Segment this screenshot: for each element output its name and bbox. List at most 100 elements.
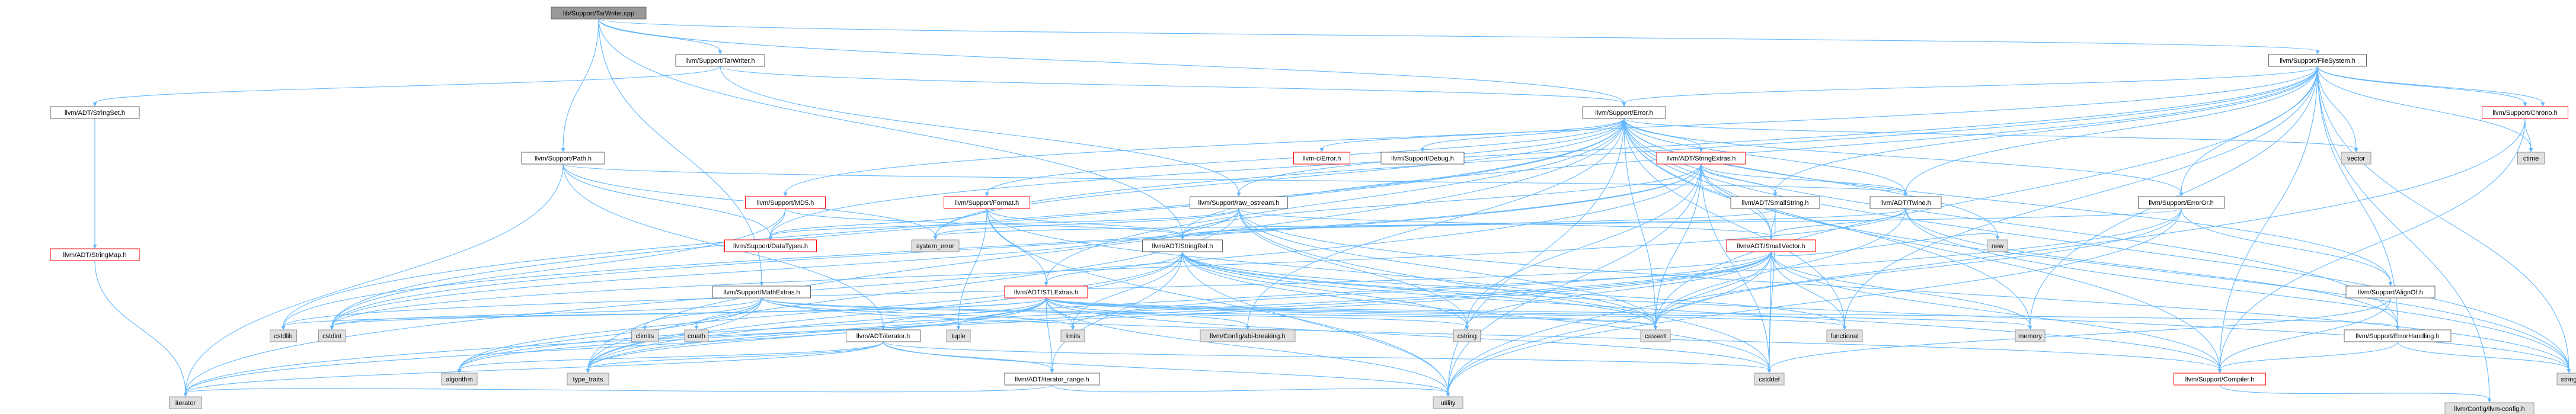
node-alignof_h[interactable]: llvm/Support/AlignOf.h bbox=[2345, 285, 2436, 299]
node-box-datatypes_h[interactable] bbox=[724, 239, 817, 252]
node-system_error[interactable]: system_error bbox=[911, 239, 960, 252]
node-box-config_abi_h[interactable] bbox=[1200, 329, 1296, 342]
node-format_h[interactable]: llvm/Support/Format.h bbox=[944, 196, 1030, 209]
node-box-system_error[interactable] bbox=[911, 239, 960, 252]
node-stringset_h[interactable]: llvm/ADT/StringSet.h bbox=[50, 106, 140, 119]
node-stringmap_h[interactable]: llvm/ADT/StringMap.h bbox=[50, 248, 140, 261]
node-box-stringmap_h[interactable] bbox=[50, 248, 140, 261]
node-twine_h[interactable]: llvm/ADT/Twine.h bbox=[1869, 196, 1942, 209]
node-box-tuple[interactable] bbox=[946, 329, 971, 342]
node-box-iterator_h[interactable] bbox=[846, 329, 921, 342]
node-llvmc_error_h[interactable]: llvm-c/Error.h bbox=[1293, 152, 1350, 165]
node-smallvector_h[interactable]: llvm/ADT/SmallVector.h bbox=[1726, 239, 1816, 252]
node-functional[interactable]: functional bbox=[1826, 329, 1863, 342]
node-box-alignof_h[interactable] bbox=[2345, 285, 2436, 299]
node-iterator_range_h[interactable]: llvm/ADT/iterator_range.h bbox=[1004, 373, 1100, 386]
node-box-cstdint[interactable] bbox=[318, 329, 346, 342]
node-box-error_h[interactable] bbox=[1582, 106, 1666, 119]
node-debug_h[interactable]: llvm/Support/Debug.h bbox=[1380, 152, 1465, 165]
node-errorhandling_h[interactable]: llvm/Support/ErrorHandling.h bbox=[2344, 329, 2452, 342]
node-vector[interactable]: vector bbox=[2341, 152, 2372, 165]
node-stringextras_h[interactable]: llvm/ADT/StringExtras.h bbox=[1656, 152, 1746, 165]
node-box-limits[interactable] bbox=[1060, 329, 1085, 342]
node-chrono_h[interactable]: llvm/Support/Chrono.h bbox=[2482, 106, 2568, 119]
node-box-stringextras_h[interactable] bbox=[1656, 152, 1746, 165]
node-box-filesystem_h[interactable] bbox=[2268, 54, 2367, 67]
node-box-iterator_range_h[interactable] bbox=[1004, 373, 1100, 386]
node-box-cassert[interactable] bbox=[1640, 329, 1671, 342]
node-box-cstddef[interactable] bbox=[1754, 373, 1785, 386]
node-algorithm[interactable]: algorithm bbox=[441, 373, 478, 386]
node-cstdlib[interactable]: cstdlib bbox=[270, 329, 297, 342]
node-compiler_h[interactable]: llvm/Support/Compiler.h bbox=[2174, 373, 2266, 386]
node-filesystem_h[interactable]: llvm/Support/FileSystem.h bbox=[2268, 54, 2367, 67]
edge-raw_ostream_h-to-cstring bbox=[1238, 208, 1468, 327]
node-path_h[interactable]: llvm/Support/Path.h bbox=[521, 152, 605, 165]
node-erroror_h[interactable]: llvm/Support/ErrorOr.h bbox=[2138, 196, 2225, 209]
node-box-format_h[interactable] bbox=[944, 196, 1030, 209]
node-new[interactable]: new bbox=[1987, 239, 2008, 252]
node-string[interactable]: string bbox=[2556, 373, 2576, 386]
node-error_h[interactable]: llvm/Support/Error.h bbox=[1582, 106, 1666, 119]
node-box-ctime[interactable] bbox=[2517, 152, 2545, 165]
node-box-cmath[interactable] bbox=[684, 329, 709, 342]
node-box-cstring[interactable] bbox=[1453, 329, 1481, 342]
node-llvm_config_h[interactable]: llvm/Config/llvm-config.h bbox=[2444, 402, 2535, 414]
node-type_traits[interactable]: type_traits bbox=[567, 373, 609, 386]
node-box-md5_h[interactable] bbox=[745, 196, 826, 209]
node-stlextras_h[interactable]: llvm/ADT/STLExtras.h bbox=[1004, 285, 1088, 299]
node-box-path_h[interactable] bbox=[521, 152, 605, 165]
node-box-cstdlib[interactable] bbox=[270, 329, 297, 342]
node-smallstring_h[interactable]: llvm/ADT/SmallString.h bbox=[1730, 196, 1820, 209]
node-box-memory[interactable] bbox=[2015, 329, 2046, 342]
node-ctime[interactable]: ctime bbox=[2517, 152, 2545, 165]
node-box-stlextras_h[interactable] bbox=[1004, 285, 1088, 299]
node-box-tarwriter_h[interactable] bbox=[675, 54, 765, 67]
node-box-functional[interactable] bbox=[1826, 329, 1863, 342]
node-box-root[interactable] bbox=[551, 7, 647, 20]
node-limits[interactable]: limits bbox=[1060, 329, 1085, 342]
node-box-chrono_h[interactable] bbox=[2482, 106, 2568, 119]
node-box-debug_h[interactable] bbox=[1380, 152, 1465, 165]
node-box-smallstring_h[interactable] bbox=[1730, 196, 1820, 209]
node-cstdint[interactable]: cstdint bbox=[318, 329, 346, 342]
node-cstddef[interactable]: cstddef bbox=[1754, 373, 1785, 386]
node-box-erroror_h[interactable] bbox=[2138, 196, 2225, 209]
node-box-smallvector_h[interactable] bbox=[1726, 239, 1816, 252]
node-box-raw_ostream_h[interactable] bbox=[1190, 196, 1288, 209]
node-cstring[interactable]: cstring bbox=[1453, 329, 1481, 342]
node-box-stringref_h[interactable] bbox=[1142, 239, 1223, 252]
node-tuple[interactable]: tuple bbox=[946, 329, 971, 342]
node-box-llvmc_error_h[interactable] bbox=[1293, 152, 1350, 165]
node-box-string[interactable] bbox=[2556, 373, 2576, 386]
node-iterator[interactable]: iterator bbox=[169, 396, 202, 409]
node-root[interactable]: lib/Support/TarWriter.cpp bbox=[551, 7, 647, 20]
node-box-climits[interactable] bbox=[631, 329, 659, 342]
node-mathextras_h[interactable]: llvm/Support/MathExtras.h bbox=[712, 285, 811, 299]
node-md5_h[interactable]: llvm/Support/MD5.h bbox=[745, 196, 826, 209]
node-cassert[interactable]: cassert bbox=[1640, 329, 1671, 342]
node-raw_ostream_h[interactable]: llvm/Support/raw_ostream.h bbox=[1190, 196, 1288, 209]
node-box-mathextras_h[interactable] bbox=[712, 285, 811, 299]
node-box-llvm_config_h[interactable] bbox=[2444, 402, 2535, 414]
node-box-compiler_h[interactable] bbox=[2174, 373, 2266, 386]
node-tarwriter_h[interactable]: llvm/Support/TarWriter.h bbox=[675, 54, 765, 67]
node-climits[interactable]: climits bbox=[631, 329, 659, 342]
node-config_abi_h[interactable]: llvm/Config/abi-breaking.h bbox=[1200, 329, 1296, 342]
node-box-type_traits[interactable] bbox=[567, 373, 609, 386]
node-box-new[interactable] bbox=[1987, 239, 2008, 252]
node-box-stringset_h[interactable] bbox=[50, 106, 140, 119]
node-box-twine_h[interactable] bbox=[1869, 196, 1942, 209]
node-stringref_h[interactable]: llvm/ADT/StringRef.h bbox=[1142, 239, 1223, 252]
node-cmath[interactable]: cmath bbox=[684, 329, 709, 342]
node-memory[interactable]: memory bbox=[2015, 329, 2046, 342]
node-box-vector[interactable] bbox=[2341, 152, 2372, 165]
node-box-utility[interactable] bbox=[1433, 396, 1463, 409]
edge-filesystem_h-to-system_error bbox=[935, 66, 2318, 237]
node-iterator_h[interactable]: llvm/ADT/iterator.h bbox=[846, 329, 921, 342]
node-box-iterator[interactable] bbox=[169, 396, 202, 409]
node-box-algorithm[interactable] bbox=[441, 373, 478, 386]
node-datatypes_h[interactable]: llvm/Support/DataTypes.h bbox=[724, 239, 817, 252]
node-utility[interactable]: utility bbox=[1433, 396, 1463, 409]
node-box-errorhandling_h[interactable] bbox=[2344, 329, 2452, 342]
